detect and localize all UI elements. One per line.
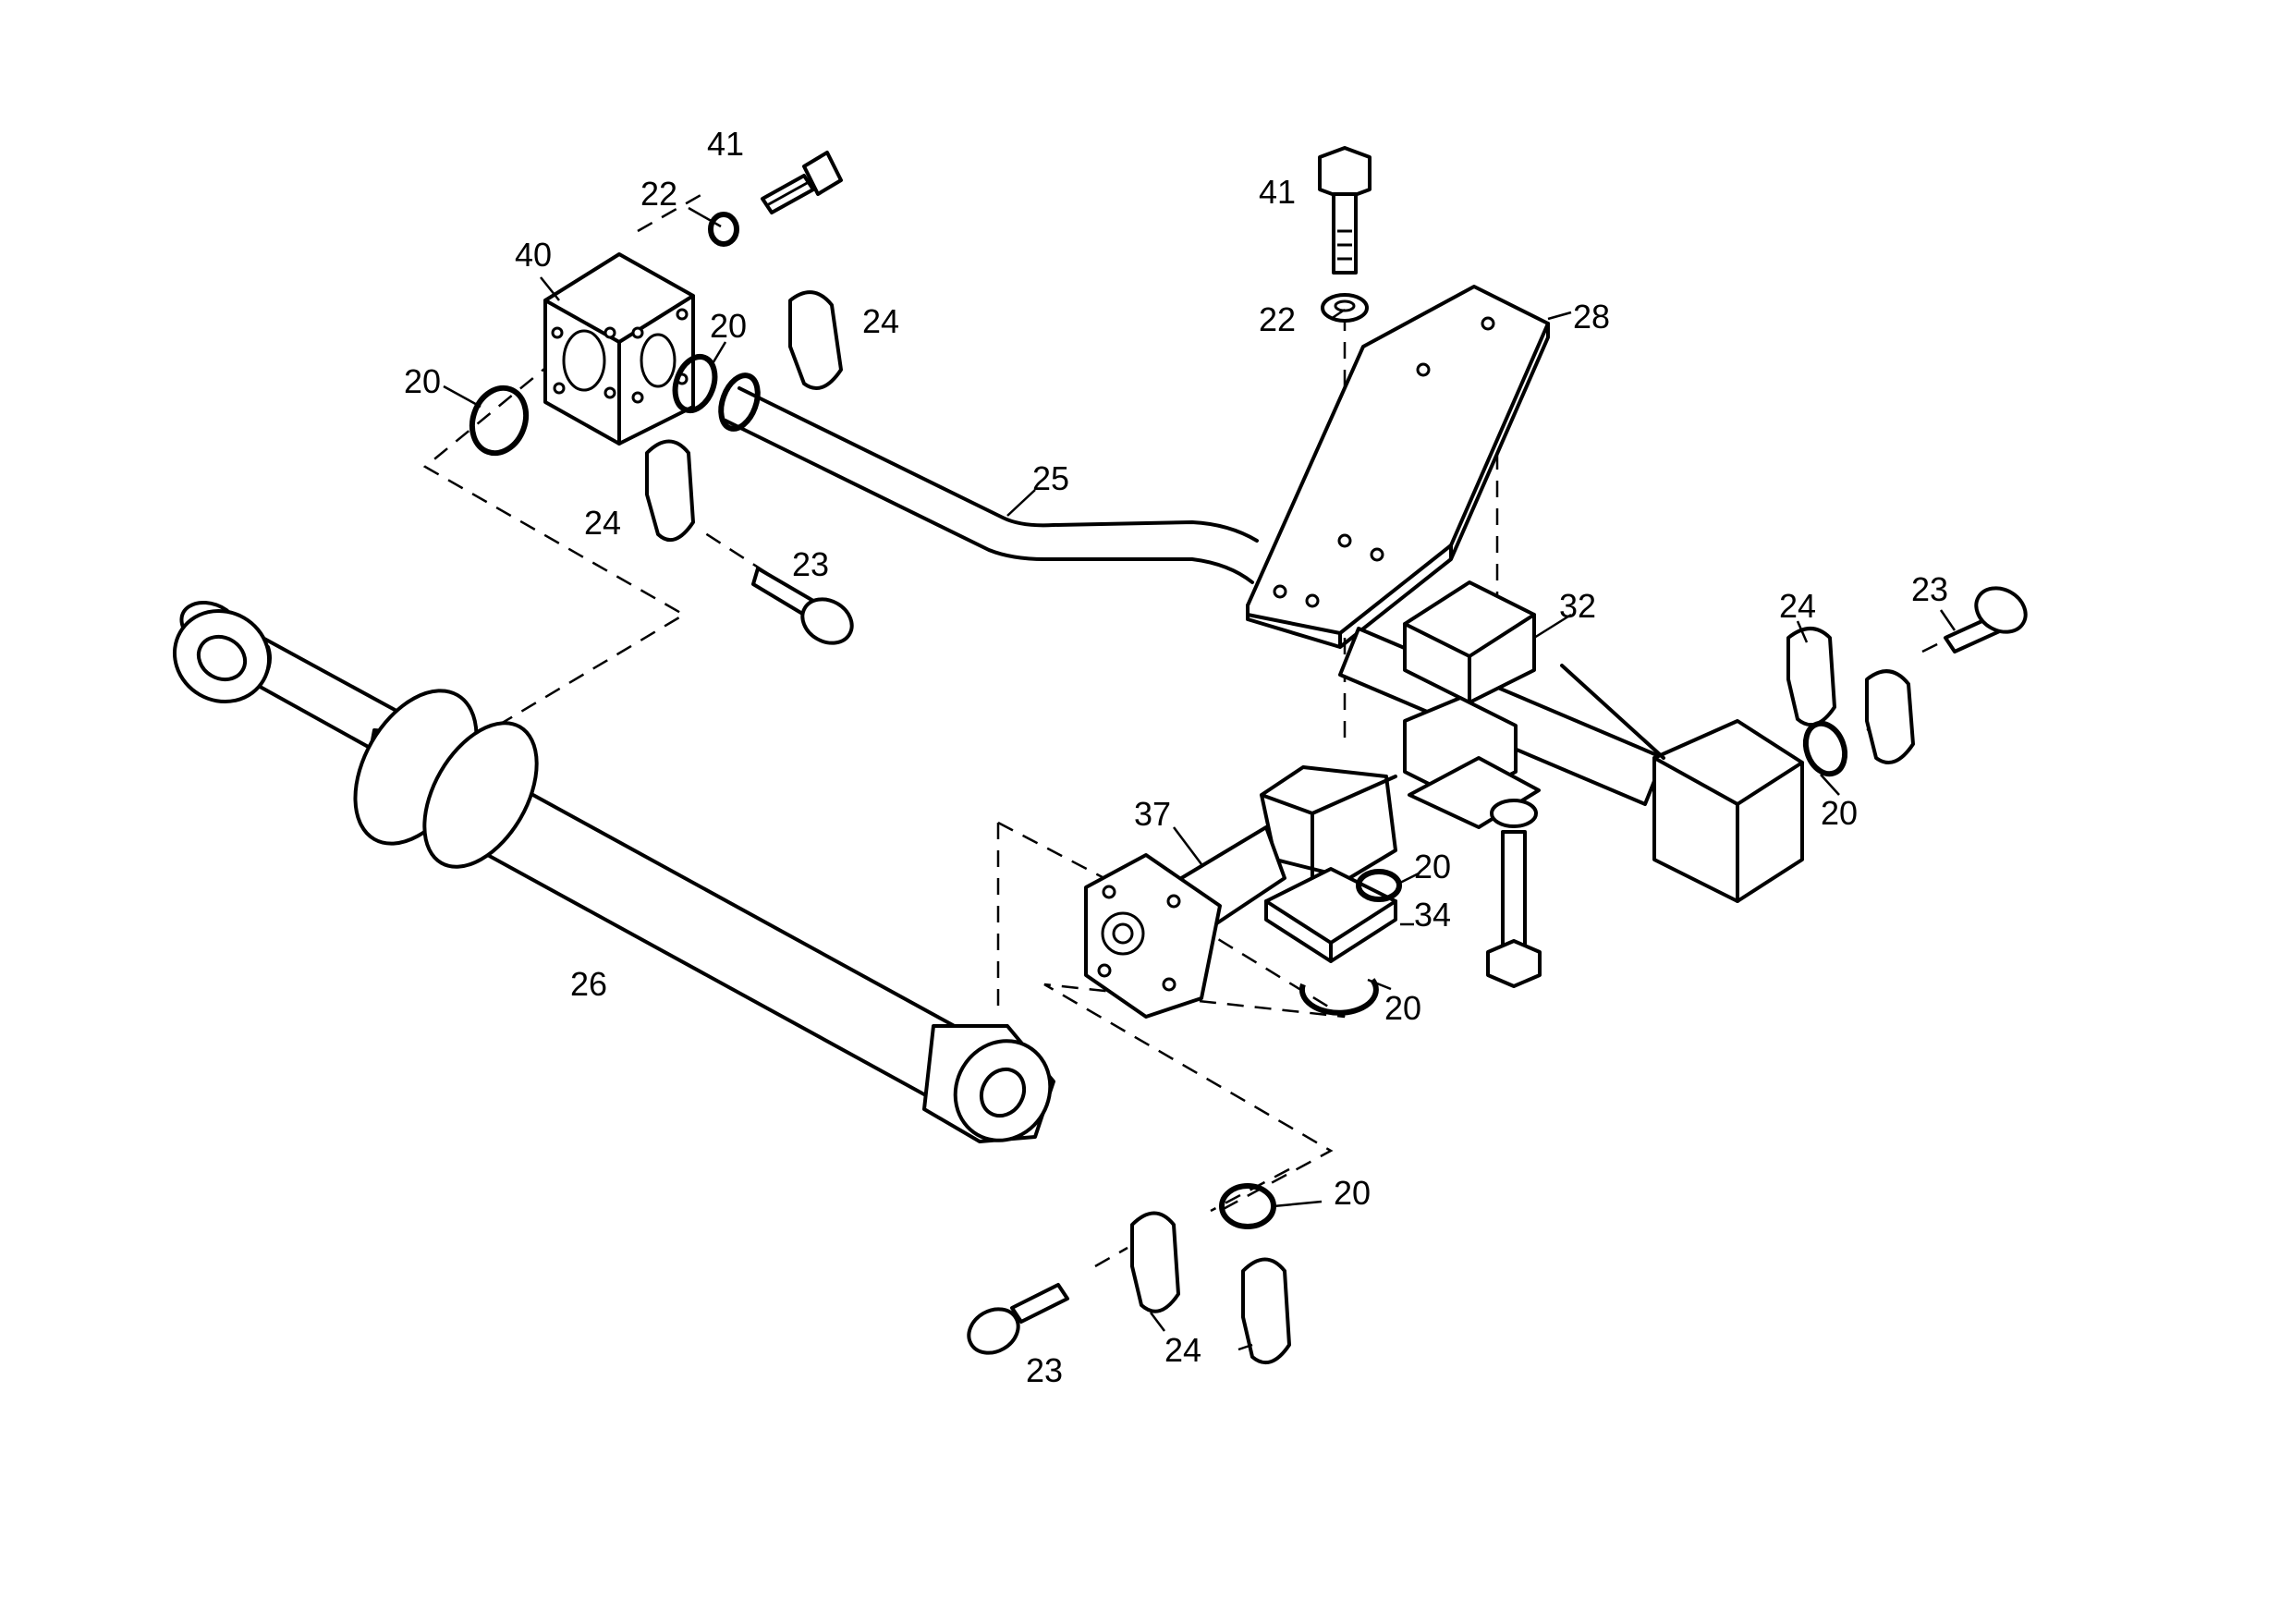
shaft-assembly [1338, 580, 1804, 903]
label-26: 26 [570, 965, 607, 1003]
part-number-labels: 41 22 40 20 20 24 24 23 25 41 22 28 32 2… [404, 125, 1948, 1389]
label-40: 40 [515, 236, 552, 274]
bolt-23-left [751, 567, 854, 645]
hydraulic-cylinder [172, 600, 1055, 1143]
clamp-24-middle [645, 439, 695, 543]
leader-lines [443, 206, 1957, 1351]
label-32: 32 [1559, 587, 1596, 625]
flange-tube-37 [1084, 765, 1397, 1019]
washer-22-top-left [708, 212, 739, 247]
bolt-bottom-shaft [1486, 799, 1542, 988]
label-22-center: 22 [1259, 300, 1296, 338]
mounting-plate-28 [1246, 285, 1550, 649]
clamp-24-right-a [1786, 627, 1836, 727]
label-34: 34 [1414, 896, 1451, 934]
label-23-left: 23 [792, 545, 829, 583]
label-23-bottom: 23 [1026, 1351, 1063, 1389]
bolt-41-center [1318, 146, 1372, 275]
bolts [708, 146, 2028, 1355]
label-24-bottom: 24 [1164, 1331, 1201, 1369]
label-25: 25 [1032, 459, 1069, 497]
label-20-right: 20 [1821, 794, 1858, 832]
label-20-lower: 20 [1384, 989, 1421, 1027]
label-20-flange: 20 [1414, 848, 1451, 885]
label-24-middle: 24 [584, 504, 621, 542]
upper-pipe [718, 372, 1259, 584]
label-22-top-left: 22 [640, 175, 677, 213]
label-41-center: 41 [1259, 173, 1296, 211]
label-23-right: 23 [1911, 570, 1948, 608]
label-37: 37 [1134, 795, 1171, 833]
label-24-top: 24 [862, 302, 899, 340]
label-20-top: 20 [710, 307, 747, 345]
label-20-bottom: 20 [1334, 1174, 1371, 1212]
bolt-41-top-left [761, 151, 843, 214]
label-28: 28 [1573, 298, 1610, 336]
bolt-23-right [1944, 586, 2028, 653]
clamp-24-right-b [1865, 669, 1915, 764]
label-24-right: 24 [1779, 587, 1816, 625]
clamp-24-bottom-b [1241, 1257, 1291, 1365]
label-20-left: 20 [404, 362, 441, 400]
block-40 [543, 252, 695, 446]
label-41-top-left: 41 [707, 125, 744, 163]
clamp-24-upper [788, 290, 843, 390]
bolt-23-bottom [967, 1283, 1069, 1355]
clamp-24-bottom-a [1130, 1211, 1180, 1313]
clamp-halves [645, 290, 1915, 1365]
